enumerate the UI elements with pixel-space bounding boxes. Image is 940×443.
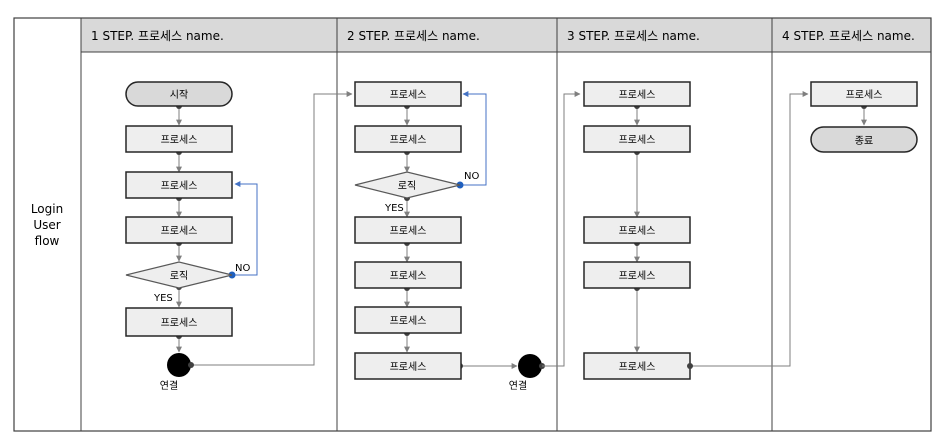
process-box	[125, 171, 233, 199]
process-box	[354, 81, 462, 107]
process-label: 프로세스	[390, 89, 427, 101]
connector-circle	[167, 353, 191, 377]
process-label: 프로세스	[619, 361, 656, 373]
process-label: 프로세스	[161, 317, 198, 329]
link-1-to-2	[191, 91, 353, 366]
process-label: 프로세스	[161, 225, 198, 237]
end-label: 종료	[855, 135, 873, 147]
process-box	[354, 261, 462, 289]
process-label: 프로세스	[161, 134, 198, 146]
process-label: 프로세스	[390, 225, 427, 237]
logic-decision	[354, 171, 461, 199]
connector-label: 연결	[509, 380, 527, 392]
start-terminal	[125, 81, 233, 107]
step-3-header: 3 STEP. 프로세스 name.	[567, 29, 700, 43]
process-box	[583, 125, 691, 153]
process-label: 프로세스	[619, 270, 656, 282]
connector-circle	[518, 354, 542, 378]
link-3-to-4	[690, 91, 809, 367]
process-box	[125, 125, 233, 153]
logic-label: 로직	[170, 270, 188, 282]
process-label: 프로세스	[846, 89, 883, 101]
lane-label-line-1: Login	[31, 202, 63, 216]
step-2-header: 2 STEP. 프로세스 name.	[347, 29, 480, 43]
process-label: 프로세스	[619, 225, 656, 237]
process-box	[354, 352, 462, 380]
no-label: NO	[235, 263, 250, 274]
start-label: 시작	[170, 89, 188, 101]
yes-label: YES	[384, 203, 404, 214]
lane-label-line-3: flow	[35, 234, 60, 248]
step-2-flow: 프로세스 프로세스 로직 NO YES 프로세스 프로세스 프로세스 프로세스 …	[354, 81, 581, 392]
process-label: 프로세스	[390, 134, 427, 146]
process-label: 프로세스	[619, 134, 656, 146]
end-terminal	[810, 126, 918, 153]
link-2-to-3	[542, 91, 581, 367]
process-box	[354, 216, 462, 244]
lane-label-line-2: User	[33, 218, 60, 232]
step-3-flow: 프로세스 프로세스 프로세스 프로세스 프로세스	[583, 81, 809, 380]
no-feedback-line-1	[232, 181, 258, 276]
process-label: 프로세스	[390, 270, 427, 282]
table-border	[13, 17, 932, 432]
no-label: NO	[464, 171, 479, 182]
process-box	[125, 216, 233, 244]
logic-decision	[125, 261, 233, 289]
yes-label: YES	[153, 293, 173, 304]
process-box	[354, 125, 462, 153]
step-1-header: 1 STEP. 프로세스 name.	[91, 29, 224, 43]
process-box	[125, 307, 233, 337]
process-box	[583, 261, 691, 289]
no-feedback-line-2	[460, 91, 487, 186]
process-label: 프로세스	[390, 361, 427, 373]
process-box	[583, 352, 691, 380]
connector-label: 연결	[160, 380, 178, 392]
process-box	[583, 216, 691, 244]
process-label: 프로세스	[619, 89, 656, 101]
process-box	[354, 306, 462, 334]
process-box	[583, 81, 691, 107]
process-label: 프로세스	[390, 315, 427, 327]
step-1-flow: 시작 프로세스 프로세스 프로세스 로직 NO YES 프로세스 연결	[125, 81, 353, 392]
process-box	[810, 81, 918, 107]
swimlane-table	[13, 17, 932, 432]
step-4-header: 4 STEP. 프로세스 name.	[782, 29, 915, 43]
step-4-flow: 프로세스 종료	[810, 81, 918, 153]
header-row	[81, 18, 931, 52]
process-label: 프로세스	[161, 180, 198, 192]
logic-label: 로직	[398, 180, 416, 192]
